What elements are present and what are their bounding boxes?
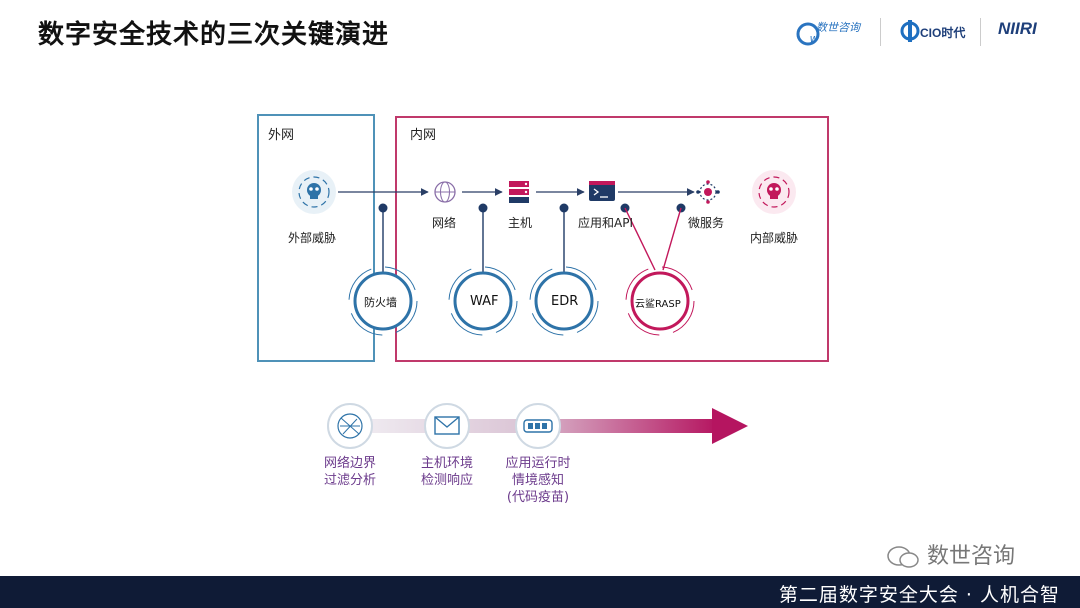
logo-cio: CIO时代 xyxy=(900,18,966,48)
globe-icon xyxy=(434,181,456,203)
firewall-label: 防火墙 xyxy=(364,296,397,309)
runtime-sensing-icon xyxy=(515,403,561,449)
divider xyxy=(880,18,881,46)
stage-network-text: 网络边界 过滤分析 xyxy=(318,455,382,489)
internal-threat-icon xyxy=(752,170,796,214)
inner-network-box xyxy=(395,116,829,362)
rasp-label: 云鲨RASP xyxy=(635,299,681,310)
outer-network-box xyxy=(257,114,375,362)
stage-line: 情境感知 xyxy=(511,473,564,488)
stage-line: 应用运行时 xyxy=(505,456,571,471)
stage-runtime-text: 应用运行时 情境感知 (代码疫苗) xyxy=(500,455,576,506)
rasp-ring xyxy=(625,266,695,336)
terminal-icon xyxy=(589,181,615,201)
svg-text:w: w xyxy=(810,33,819,45)
waf-label: WAF xyxy=(470,294,499,309)
footer-text: 第二届数字安全大会 · 人机合智 xyxy=(778,584,1060,606)
logo-niiri: NIIRI xyxy=(998,19,1037,38)
microservice-icon xyxy=(696,180,720,204)
watermark-text: 数世咨询 xyxy=(927,544,1016,569)
stage-line: 过滤分析 xyxy=(323,473,376,488)
firewall-ring xyxy=(348,266,418,336)
server-icon xyxy=(509,181,529,203)
waf-connector xyxy=(478,203,488,272)
node-network-label: 网络 xyxy=(432,216,457,230)
divider xyxy=(980,18,981,46)
logo-cio-text: CIO时代 xyxy=(920,26,966,40)
node-host-label: 主机 xyxy=(508,216,533,230)
waf-ring xyxy=(448,266,518,336)
rasp-connector xyxy=(620,203,686,271)
host-detection-icon xyxy=(424,403,470,449)
page-title: 数字安全技术的三次关键演进 xyxy=(38,20,390,50)
network-filter-icon xyxy=(327,403,373,449)
external-threat-icon xyxy=(292,170,336,214)
stage-line: 检测响应 xyxy=(420,473,473,488)
logo-shushi: w 数世咨询 xyxy=(796,18,860,48)
logo-shushi-mark: w xyxy=(796,22,820,46)
external-threat-label: 外部威胁 xyxy=(288,231,337,245)
logo-shushi-text: 数世咨询 xyxy=(816,22,860,34)
logo-cio-mark xyxy=(900,20,920,42)
watermark: 数世咨询 xyxy=(886,538,1015,570)
node-microservice-label: 微服务 xyxy=(688,216,725,230)
node-app-api-label: 应用和API xyxy=(578,216,633,230)
wechat-icon xyxy=(886,545,920,569)
edr-connector xyxy=(559,203,569,272)
stage-host-text: 主机环境 检测响应 xyxy=(415,455,479,489)
firewall-connector xyxy=(378,203,388,272)
internal-threat-label: 内部威胁 xyxy=(750,231,799,245)
edr-ring xyxy=(529,266,599,336)
inner-network-label: 内网 xyxy=(410,128,437,143)
stage-line: 主机环境 xyxy=(420,456,473,471)
edr-label: EDR xyxy=(551,294,579,309)
footer-bar xyxy=(0,576,1080,608)
outer-network-label: 外网 xyxy=(268,128,295,143)
stage-line: 网络边界 xyxy=(323,456,376,471)
stage-line: (代码疫苗) xyxy=(506,490,570,505)
